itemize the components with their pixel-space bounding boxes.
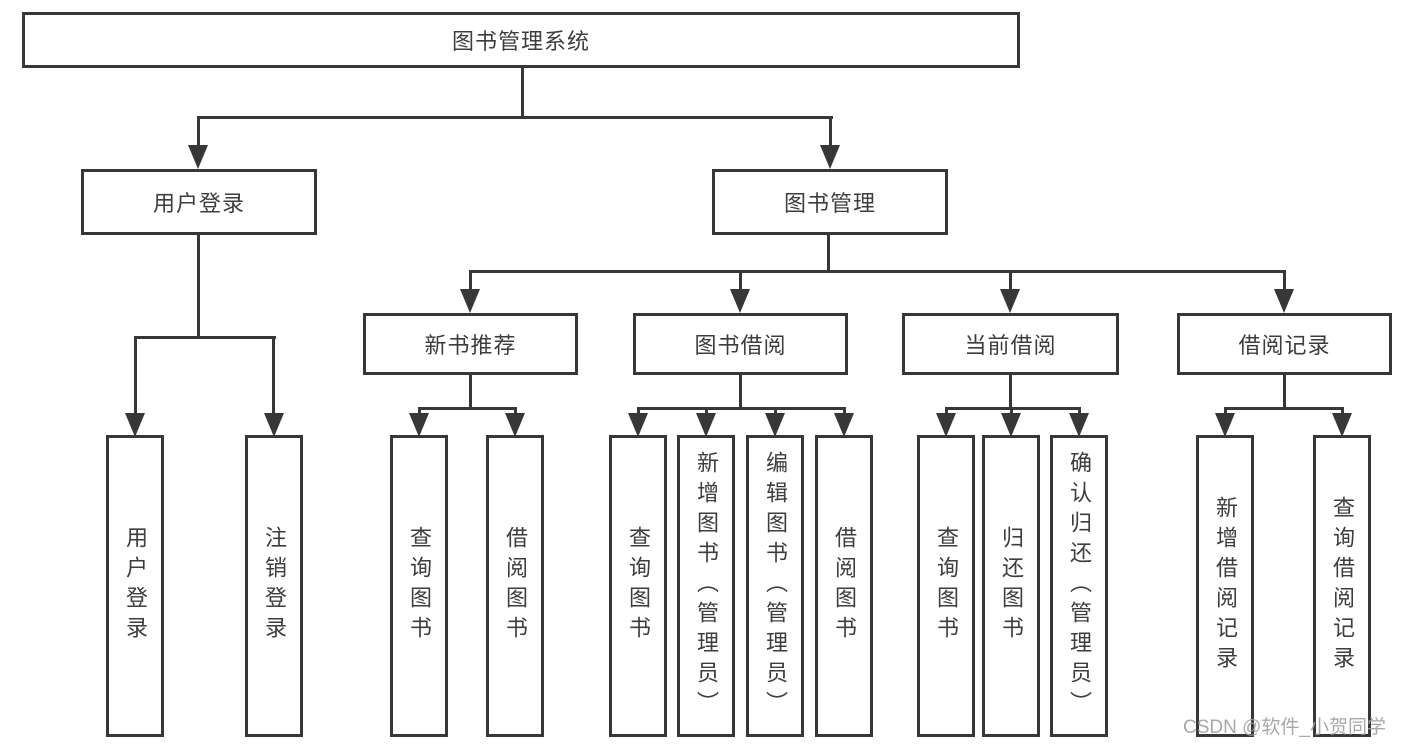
connector-line [1341, 407, 1344, 417]
node-library-management-system: 图书管理系统 [22, 12, 1020, 68]
arrow-down-icon [409, 413, 429, 437]
connector-line [637, 407, 846, 410]
connector-line [843, 407, 846, 417]
connector-line [418, 407, 421, 417]
leaf-label-query-books-current: 查询图书 [934, 526, 959, 646]
arrow-down-icon [834, 413, 854, 437]
leaf-label-edit-books-admin: 编辑图书（管理员） [763, 451, 788, 721]
connector-line [945, 407, 948, 417]
connector-line [705, 407, 708, 417]
arrow-down-icon [1274, 289, 1294, 313]
connector-line [1078, 407, 1081, 417]
node-label-root: 图书管理系统 [451, 29, 590, 54]
leaf-label-return-books: 归还图书 [999, 526, 1024, 646]
leaf-query-borrow-record: 查询借阅记录 [1313, 435, 1371, 737]
leaf-edit-books-admin: 编辑图书（管理员） [746, 435, 804, 737]
leaf-label-confirm-return-admin: 确认归还（管理员） [1067, 451, 1092, 721]
connector-line [521, 68, 524, 118]
arrow-down-icon [730, 289, 750, 313]
leaf-borrow-books-recommend: 借阅图书 [486, 435, 544, 737]
leaf-label-query-borrow-record: 查询借阅记录 [1330, 496, 1355, 676]
connector-line [469, 270, 472, 293]
arrow-down-icon [1215, 413, 1235, 437]
leaf-label-add-borrow-record: 新增借阅记录 [1213, 496, 1238, 676]
connector-line [637, 407, 640, 417]
connector-line [418, 407, 517, 410]
leaf-add-borrow-record: 新增借阅记录 [1196, 435, 1254, 737]
arrow-down-icon [1000, 289, 1020, 313]
node-new-book-recommend: 新书推荐 [363, 313, 578, 375]
leaf-label-query-books-recommend: 查询图书 [407, 526, 432, 646]
connector-line [514, 407, 517, 417]
leaf-label-borrow-books-recommend: 借阅图书 [503, 526, 528, 646]
connector-line [197, 235, 200, 338]
connector-line [1283, 375, 1286, 409]
connector-line [774, 407, 777, 417]
connector-line [1009, 375, 1012, 409]
connector-line [827, 235, 830, 272]
arrow-down-icon [820, 145, 840, 169]
leaf-label-logout: 注销登录 [262, 526, 287, 646]
node-label-book-management: 图书管理 [783, 191, 876, 216]
node-label-current-borrow: 当前借阅 [964, 333, 1057, 358]
leaf-label-borrow-books: 借阅图书 [832, 526, 857, 646]
connector-line [197, 116, 200, 148]
arrow-down-icon [628, 413, 648, 437]
leaf-borrow-books: 借阅图书 [815, 435, 873, 737]
leaf-confirm-return-admin: 确认归还（管理员） [1050, 435, 1108, 737]
csdn-watermark: CSDN @软件_小贺同学 [1183, 717, 1386, 738]
connector-line [739, 270, 742, 293]
connector-line [1283, 270, 1286, 293]
arrow-down-icon [936, 413, 956, 437]
connector-line [1010, 407, 1013, 417]
node-label-borrow-records: 借阅记录 [1238, 333, 1331, 358]
arrow-down-icon [460, 289, 480, 313]
arrow-down-icon [505, 413, 525, 437]
node-label-user-login: 用户登录 [152, 191, 245, 216]
node-book-borrow: 图书借阅 [633, 313, 848, 375]
node-user-login: 用户登录 [81, 169, 317, 235]
node-book-management: 图书管理 [712, 169, 948, 235]
leaf-return-books: 归还图书 [982, 435, 1040, 737]
leaf-query-books-recommend: 查询图书 [390, 435, 448, 737]
arrow-down-icon [125, 413, 145, 437]
arrow-down-icon [1332, 413, 1352, 437]
leaf-user-login: 用户登录 [106, 435, 164, 737]
arrow-down-icon [188, 145, 208, 169]
node-label-new-book-recommend: 新书推荐 [424, 333, 517, 358]
connector-line [134, 336, 276, 339]
leaf-label-query-books-borrow: 查询图书 [626, 526, 651, 646]
connector-line [134, 336, 137, 416]
connector-line [1009, 270, 1012, 293]
node-borrow-records: 借阅记录 [1177, 313, 1392, 375]
connector-line [1224, 407, 1344, 410]
connector-line [469, 270, 1286, 273]
leaf-query-books-current: 查询图书 [917, 435, 975, 737]
leaf-query-books-borrow: 查询图书 [609, 435, 667, 737]
arrow-down-icon [765, 413, 785, 437]
arrow-down-icon [264, 413, 284, 437]
connector-line [739, 375, 742, 409]
connector-line [197, 116, 833, 119]
arrow-down-icon [1069, 413, 1089, 437]
leaf-logout: 注销登录 [245, 435, 303, 737]
connector-line [829, 116, 832, 148]
arrow-down-icon [696, 413, 716, 437]
connector-line [469, 375, 472, 409]
connector-line [945, 407, 1081, 410]
leaf-label-add-books-admin: 新增图书（管理员） [694, 451, 719, 721]
node-label-book-borrow: 图书借阅 [694, 333, 787, 358]
leaf-label-user-login: 用户登录 [123, 526, 148, 646]
connector-line [1224, 407, 1227, 417]
arrow-down-icon [1001, 413, 1021, 437]
leaf-add-books-admin: 新增图书（管理员） [677, 435, 735, 737]
node-current-borrow: 当前借阅 [902, 313, 1119, 375]
connector-line [272, 336, 275, 416]
